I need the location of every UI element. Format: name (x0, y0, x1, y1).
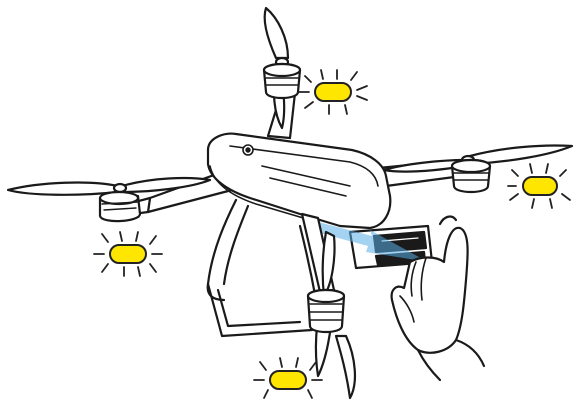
led-indicator-icon (94, 232, 162, 276)
left-arm (8, 170, 232, 221)
led-indicator-icon (508, 164, 570, 208)
drone-body (208, 134, 390, 228)
landing-gear (208, 200, 316, 336)
back-arm (264, 8, 300, 138)
led-indicator-icon (254, 358, 322, 398)
led-indicator-icon (299, 70, 367, 114)
